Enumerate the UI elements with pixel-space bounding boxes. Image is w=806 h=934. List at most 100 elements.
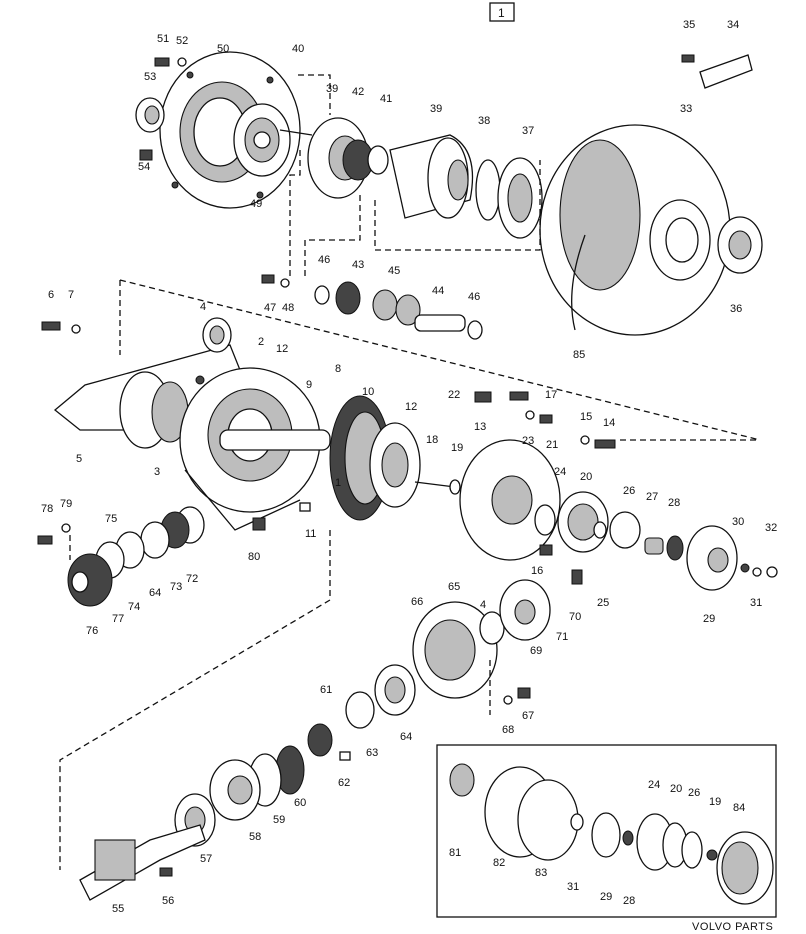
part-label-79: 79 xyxy=(60,498,72,510)
lower-assembly xyxy=(79,579,551,901)
part-label-37: 37 xyxy=(522,125,534,137)
part-label-57: 57 xyxy=(200,853,212,865)
part-label-40: 40 xyxy=(292,43,304,55)
part-label-69: 69 xyxy=(530,645,542,657)
part-label-78: 78 xyxy=(41,503,53,515)
part-label-58: 58 xyxy=(249,831,261,843)
part-label-33: 33 xyxy=(680,103,692,115)
part-label-22: 22 xyxy=(448,389,460,401)
part-label-21: 21 xyxy=(546,439,558,451)
part-label-12: 12 xyxy=(276,343,288,355)
part-label-72: 72 xyxy=(186,573,198,585)
part-label-25: 25 xyxy=(597,597,609,609)
part-label-60: 60 xyxy=(294,797,306,809)
part-label-32: 32 xyxy=(765,522,777,534)
part-label-3: 3 xyxy=(154,466,160,478)
part-label-59: 59 xyxy=(273,814,285,826)
part-label-39: 39 xyxy=(430,103,442,115)
part-label-48: 48 xyxy=(282,302,294,314)
part-label-23: 23 xyxy=(522,435,534,447)
assembly-outline-upper xyxy=(119,279,761,441)
part-label-82: 82 xyxy=(493,857,505,869)
part-label-18: 18 xyxy=(426,434,438,446)
part-label-7: 7 xyxy=(68,289,74,301)
part-label-41: 41 xyxy=(380,93,392,105)
part-label-28: 28 xyxy=(623,895,635,907)
part-label-54: 54 xyxy=(138,161,150,173)
part-label-10: 10 xyxy=(362,386,374,398)
part-label-67: 67 xyxy=(522,710,534,722)
part-label-6: 6 xyxy=(48,289,54,301)
part-label-53: 53 xyxy=(144,71,156,83)
part-label-11: 11 xyxy=(305,528,316,540)
inset-box xyxy=(436,744,777,918)
part-label-4: 4 xyxy=(200,301,206,313)
part-label-26: 26 xyxy=(623,485,635,497)
part-label-80: 80 xyxy=(248,551,260,563)
part-label-36: 36 xyxy=(730,303,742,315)
part-label-20: 20 xyxy=(580,471,592,483)
part-label-49: 49 xyxy=(250,198,262,210)
part-label-77: 77 xyxy=(112,613,124,625)
part-label-42: 42 xyxy=(352,86,364,98)
part-label-20: 20 xyxy=(670,783,682,795)
part-label-50: 50 xyxy=(217,43,229,55)
part-label-14: 14 xyxy=(603,417,615,429)
part-label-43: 43 xyxy=(352,259,364,271)
part-label-75: 75 xyxy=(105,513,117,525)
part-label-28: 28 xyxy=(668,497,680,509)
part-label-55: 55 xyxy=(112,903,124,915)
top-assembly xyxy=(135,51,763,340)
part-label-64: 64 xyxy=(400,731,412,743)
part-label-85: 85 xyxy=(573,349,585,361)
part-label-19: 19 xyxy=(709,796,721,808)
part-label-73: 73 xyxy=(170,581,182,593)
part-label-34: 34 xyxy=(727,19,739,31)
part-label-63: 63 xyxy=(366,747,378,759)
part-label-9: 9 xyxy=(306,379,312,391)
part-label-2: 2 xyxy=(258,336,264,348)
part-label-31: 31 xyxy=(750,597,762,609)
part-label-16: 16 xyxy=(531,565,543,577)
part-label-81: 81 xyxy=(449,847,461,859)
part-label-27: 27 xyxy=(646,491,658,503)
part-label-68: 68 xyxy=(502,724,514,736)
part-label-29: 29 xyxy=(703,613,715,625)
part-label-46: 46 xyxy=(318,254,330,266)
part-label-19: 19 xyxy=(451,442,463,454)
footer-brand: VOLVO PARTS xyxy=(692,921,773,933)
middle-assembly xyxy=(37,317,778,607)
part-label-62: 62 xyxy=(338,777,350,789)
part-label-17: 17 xyxy=(545,389,557,401)
part-label-1: 1 xyxy=(335,477,341,489)
part-label-74: 74 xyxy=(128,601,140,613)
part-label-38: 38 xyxy=(478,115,490,127)
part-label-52: 52 xyxy=(176,35,188,47)
part-label-5: 5 xyxy=(76,453,82,465)
part-label-29: 29 xyxy=(600,891,612,903)
part-label-39: 39 xyxy=(326,83,338,95)
part-label-8: 8 xyxy=(335,363,341,375)
part-label-70: 70 xyxy=(569,611,581,623)
sheet-number-box: 1 xyxy=(489,2,515,22)
part-label-83: 83 xyxy=(535,867,547,879)
part-label-15: 15 xyxy=(580,411,592,423)
part-label-45: 45 xyxy=(388,265,400,277)
part-label-66: 66 xyxy=(411,596,423,608)
sheet-number: 1 xyxy=(498,6,505,20)
part-label-46: 46 xyxy=(468,291,480,303)
assembly-outline-lower xyxy=(59,530,331,870)
part-label-26: 26 xyxy=(688,787,700,799)
part-label-30: 30 xyxy=(732,516,744,528)
part-label-76: 76 xyxy=(86,625,98,637)
part-label-24: 24 xyxy=(554,466,566,478)
part-label-31: 31 xyxy=(567,881,579,893)
part-label-61: 61 xyxy=(320,684,332,696)
part-label-12: 12 xyxy=(405,401,417,413)
part-label-71: 71 xyxy=(556,631,568,643)
part-label-84: 84 xyxy=(733,802,745,814)
part-label-65: 65 xyxy=(448,581,460,593)
part-label-47: 47 xyxy=(264,302,276,314)
